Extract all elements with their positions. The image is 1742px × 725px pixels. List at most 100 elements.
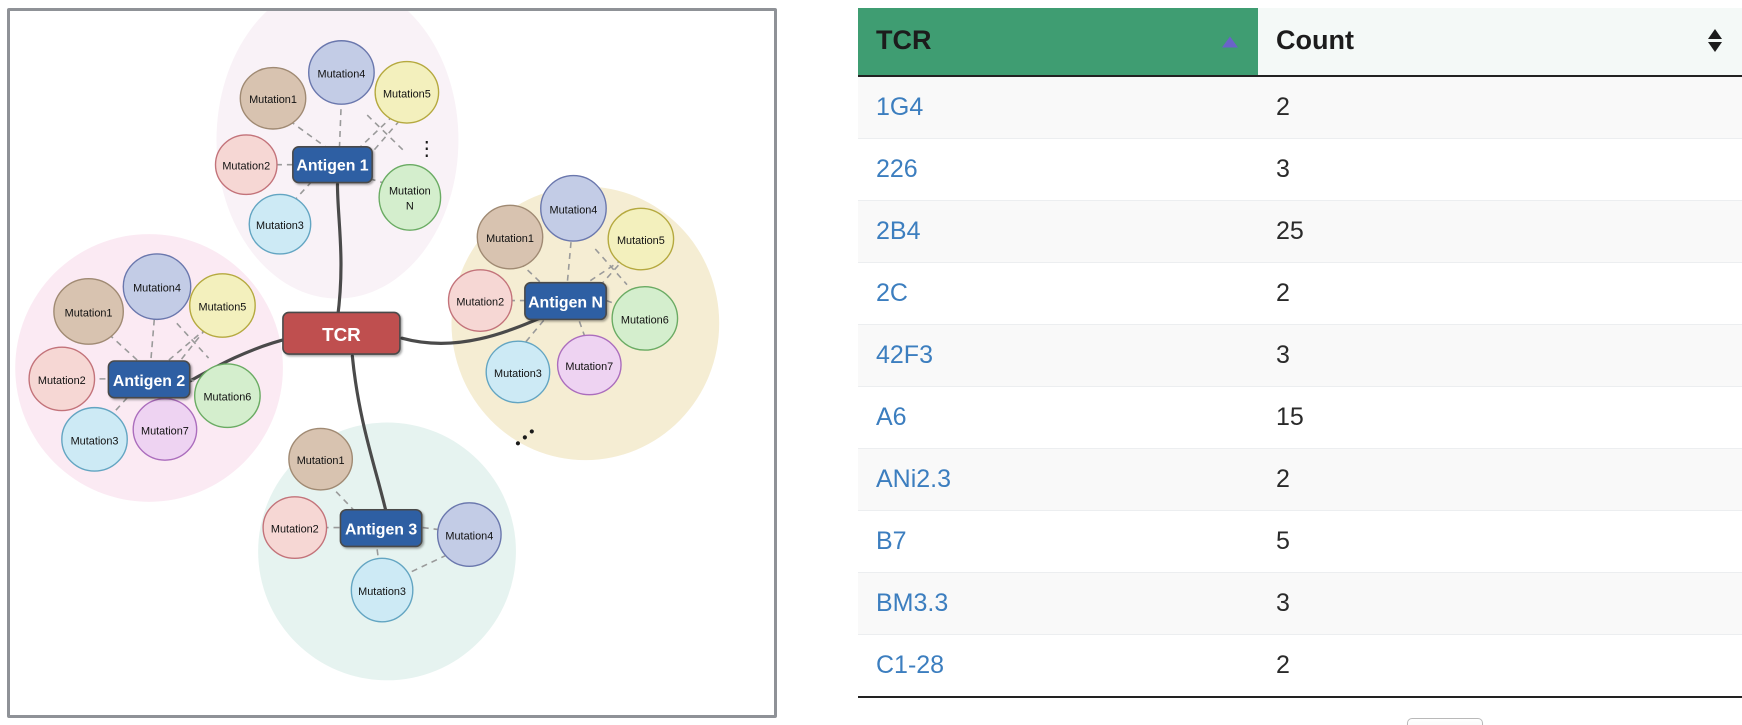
sort-asc-icon <box>1222 36 1238 47</box>
antigen-label: Antigen 2 <box>113 373 185 390</box>
tcr-link[interactable]: BM3.3 <box>876 589 949 617</box>
pagination-next[interactable]: Next <box>1619 718 1724 725</box>
tcr-link[interactable]: A6 <box>876 403 907 431</box>
table-row[interactable]: 42F3 3 <box>858 324 1742 387</box>
mutation-node[interactable]: Mutation2 <box>214 134 278 196</box>
antigen-label: Antigen 1 <box>296 158 368 175</box>
mutation-node[interactable]: Mutation5 <box>189 273 256 338</box>
antigen-node-2[interactable]: Antigen 2 <box>107 360 191 399</box>
pagination-page-3[interactable]: 3 <box>1551 718 1619 725</box>
mutation-label: Mutation3 <box>256 220 304 232</box>
mutation-node[interactable]: Mutation1 <box>476 204 544 270</box>
mutation-node[interactable]: Mutation1 <box>288 427 354 491</box>
edge-antigen3-mutation4 <box>422 526 439 531</box>
mutation-node[interactable]: Mutation6 <box>193 363 261 429</box>
mutation-node[interactable]: Mutation4 <box>308 40 375 105</box>
mutation-node[interactable]: Mutation5 <box>607 207 675 271</box>
mutation-node[interactable]: Mutation3 <box>61 406 128 472</box>
tcr-link[interactable]: 42F3 <box>876 341 933 369</box>
table-row[interactable]: BM3.3 3 <box>858 572 1742 635</box>
mutation-label: Mutation6 <box>621 314 669 326</box>
pagination-previous[interactable]: Previous <box>1256 718 1407 725</box>
tcr-link[interactable]: 226 <box>876 155 918 183</box>
mutation-label: Mutation2 <box>271 524 319 536</box>
edge-antigen1-cross-b <box>368 111 408 157</box>
mutation-node[interactable]: Mutation7 <box>132 398 198 461</box>
cell-tcr: 2B4 <box>858 200 1258 263</box>
edge-antigenN-mutation5 <box>589 254 630 282</box>
column-header-count[interactable]: Count <box>1258 8 1742 77</box>
cluster-antigen-1: Mutation1 Mutation2 Mutation3 Mutation4 … <box>214 40 442 255</box>
mutation-node[interactable]: Mutation2 <box>262 496 328 560</box>
edge-antigenN-cross-b <box>598 248 634 288</box>
column-header-count-label: Count <box>1276 25 1354 55</box>
mutation-node[interactable]: Mutation4 <box>436 502 502 567</box>
cluster-antigen-3: Mutation1 Mutation2 Mutation3 Mutation4 … <box>262 427 502 623</box>
column-header-tcr[interactable]: TCR <box>858 8 1258 77</box>
mutation-node[interactable]: Mutation2 <box>447 269 513 332</box>
mutation-label: Mutation6 <box>203 392 251 404</box>
cell-tcr: BM3.3 <box>858 572 1258 635</box>
tcr-link[interactable]: C1-28 <box>876 651 945 679</box>
edge-antigen1-mutation4 <box>338 98 343 148</box>
cell-tcr: 1G4 <box>858 76 1258 139</box>
mutation-label: Mutation4 <box>318 68 366 80</box>
antigen-node-3[interactable]: Antigen 3 <box>339 508 423 548</box>
mutation-label: Mutation5 <box>383 88 431 100</box>
mutation-node[interactable]: Mutation3 <box>248 193 312 255</box>
pagination: Previous123Next <box>1256 718 1724 725</box>
edge-antigenN-mutation4 <box>566 237 573 281</box>
mutation-node[interactable]: Mutation1 <box>239 66 307 130</box>
tcr-link[interactable]: 2C <box>876 279 908 307</box>
cell-count: 3 <box>1258 324 1742 387</box>
antigen-node-1[interactable]: Antigen 1 <box>292 146 373 184</box>
edge-antigenN-cross-a <box>594 248 628 286</box>
tcr-link[interactable]: 2B4 <box>876 217 921 245</box>
edge-antigen2-mutation5 <box>168 325 210 361</box>
tcr-link[interactable]: ANi2.3 <box>876 465 952 493</box>
mutation-node[interactable]: Mutation3 <box>485 340 551 404</box>
edge-antigenN-mutation3 <box>523 319 545 345</box>
cell-tcr: 226 <box>858 138 1258 201</box>
column-header-tcr-label: TCR <box>876 25 932 55</box>
mutation-node[interactable]: Mutation4 <box>540 174 607 242</box>
sort-both-icon <box>1708 28 1722 55</box>
mutation-node[interactable]: Mutation N <box>378 163 442 231</box>
mutation-node[interactable]: Mutation1 <box>53 278 124 345</box>
tcr-link[interactable]: B7 <box>876 527 907 555</box>
mutation-node[interactable]: Mutation6 <box>611 285 679 351</box>
pagination-page-1[interactable]: 1 <box>1406 718 1483 725</box>
antigen-node-n[interactable]: Antigen N <box>524 281 607 321</box>
tcr-center-node[interactable]: TCR <box>282 311 401 355</box>
pagination-page-2[interactable]: 2 <box>1483 718 1551 725</box>
mutation-node[interactable]: Mutation3 <box>350 557 414 623</box>
mutation-label: Mutation3 <box>494 368 542 380</box>
cell-count: 3 <box>1258 138 1742 201</box>
mutation-label: Mutation4 <box>550 204 598 216</box>
mutation-label: Mutation4 <box>445 530 493 542</box>
mutation-node[interactable]: Mutation5 <box>374 60 440 124</box>
tcr-link[interactable]: 1G4 <box>876 93 924 121</box>
antigen-label: Antigen N <box>528 294 603 311</box>
mutation-node[interactable]: Mutation7 <box>556 334 622 396</box>
cell-count: 3 <box>1258 572 1742 635</box>
mutation-label: Mutation2 <box>38 375 86 387</box>
mutation-node[interactable]: Mutation2 <box>28 346 96 412</box>
svg-text:N: N <box>406 200 414 212</box>
edge-tcr-antigen-3 <box>350 354 391 527</box>
svg-text:Mutation: Mutation <box>389 185 431 197</box>
table-row[interactable]: 226 3 <box>858 138 1742 201</box>
mutation-label: Mutation5 <box>617 235 665 247</box>
cluster-antigen-2: Mutation1 Mutation2 Mutation3 Mutation4 … <box>28 253 261 472</box>
mutation-node[interactable]: Mutation4 <box>122 253 192 321</box>
mutation-label: Mutation5 <box>199 301 247 313</box>
